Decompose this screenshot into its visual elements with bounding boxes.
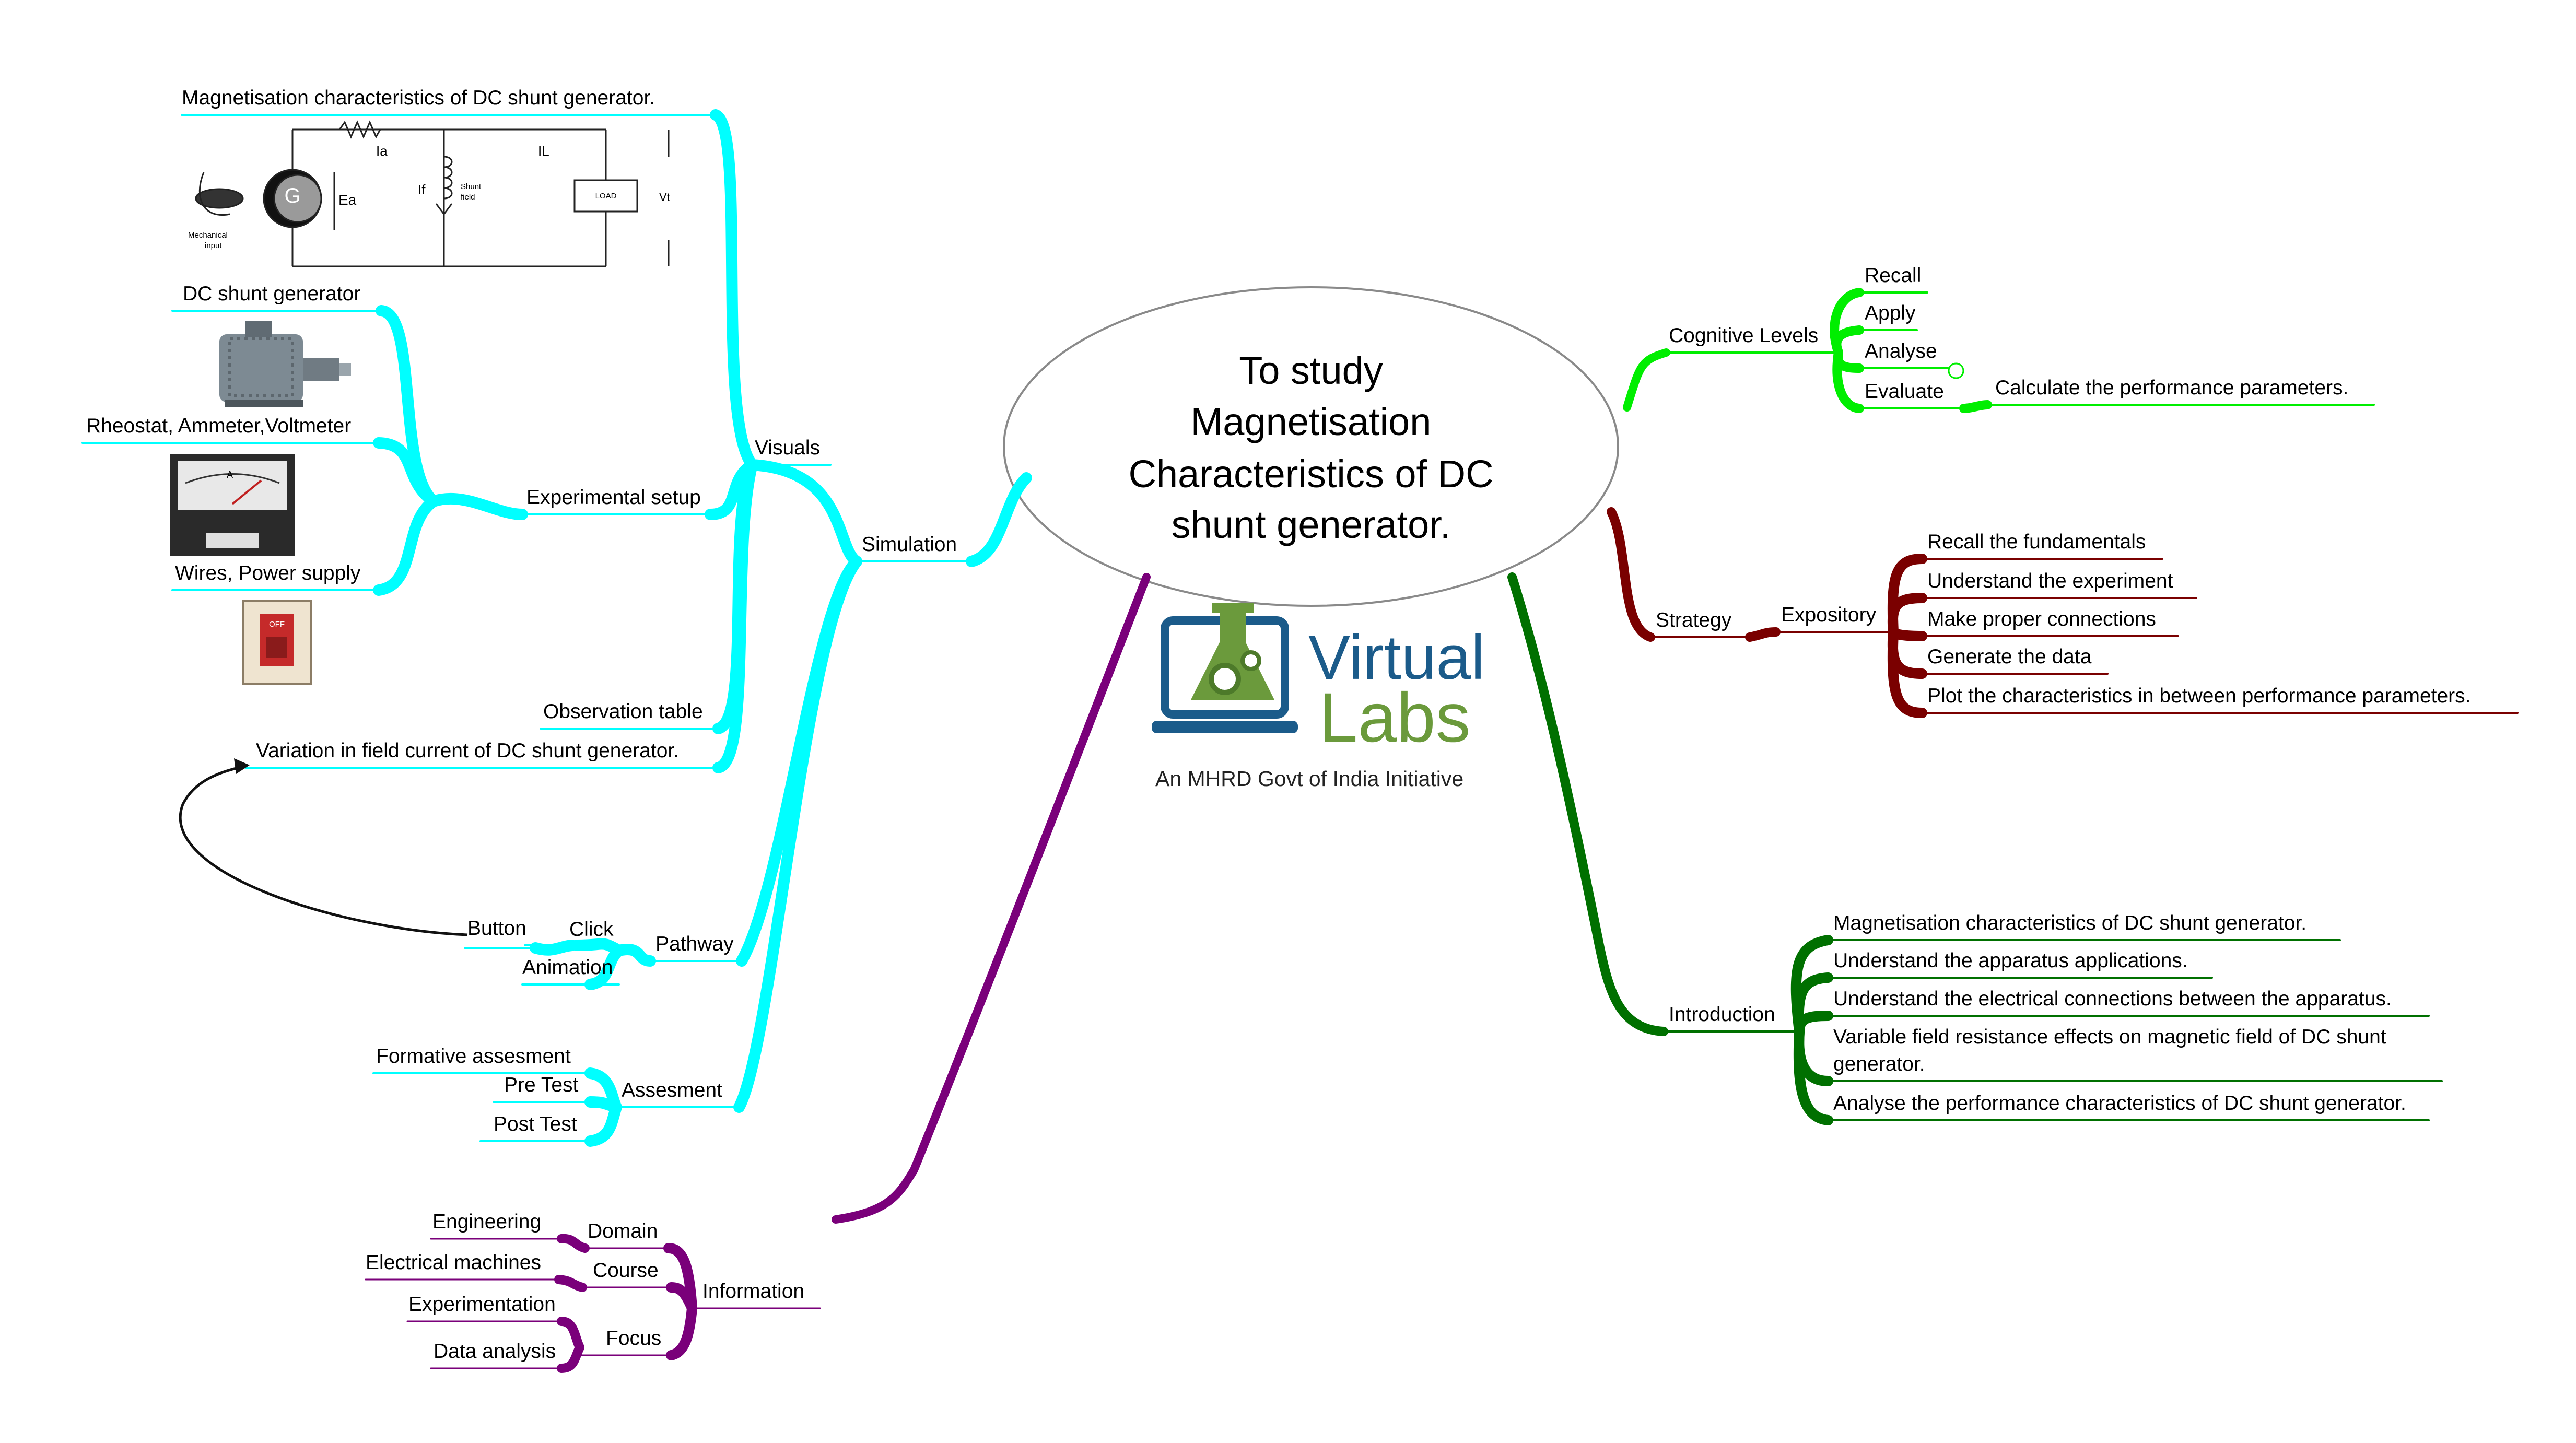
circuit-label-il: IL	[538, 143, 549, 159]
title-line-4: shunt generator.	[1172, 503, 1451, 546]
node-information[interactable]: Information	[702, 1280, 804, 1303]
node-pre-test[interactable]: Pre Test	[504, 1074, 579, 1096]
title-line-2: Magnetisation	[1191, 400, 1432, 443]
node-visuals[interactable]: Visuals	[755, 437, 820, 459]
node-introduction[interactable]: Introduction	[1669, 1003, 1775, 1026]
circuit-label-mechanical: Mechanical	[188, 231, 228, 240]
node-analyse[interactable]: Analyse	[1865, 340, 1937, 362]
node-evaluate[interactable]: Evaluate	[1865, 380, 1944, 403]
node-intro-performance[interactable]: Analyse the performance characteristics …	[1833, 1092, 2406, 1114]
node-click[interactable]: Click	[569, 918, 614, 941]
node-expository[interactable]: Expository	[1781, 604, 1877, 626]
circuit-diagram-image	[182, 120, 675, 274]
switch-image	[242, 600, 312, 685]
node-intro-field-resistance-line1[interactable]: Variable field resistance effects on mag…	[1833, 1026, 2386, 1048]
relationship-arrow	[179, 758, 468, 936]
node-course[interactable]: Course	[593, 1259, 659, 1282]
circuit-generator-symbol: G	[284, 184, 300, 207]
title-line-1: To study	[1239, 349, 1383, 392]
ammeter-image	[170, 454, 295, 556]
node-recall[interactable]: Recall	[1865, 264, 1921, 287]
circuit-label-field: field	[461, 193, 475, 202]
node-apply[interactable]: Apply	[1865, 302, 1916, 324]
node-recall-fundamentals[interactable]: Recall the fundamentals	[1927, 531, 2146, 553]
node-make-connections[interactable]: Make proper connections	[1927, 608, 2156, 630]
node-understand-experiment[interactable]: Understand the experiment	[1927, 570, 2173, 592]
node-focus[interactable]: Focus	[606, 1327, 661, 1350]
logo-word-virtual: Virtual	[1308, 623, 1485, 693]
circuit-label-ea: Ea	[338, 192, 357, 208]
node-strategy[interactable]: Strategy	[1656, 609, 1732, 631]
node-experimentation[interactable]: Experimentation	[408, 1293, 556, 1316]
switch-off-label: OFF	[269, 620, 285, 629]
node-simulation[interactable]: Simulation	[862, 533, 957, 556]
node-electrical-machines[interactable]: Electrical machines	[366, 1251, 541, 1274]
node-intro-field-resistance-line2[interactable]: generator.	[1833, 1053, 1925, 1075]
node-animation[interactable]: Animation	[522, 956, 613, 979]
branch-simulation	[81, 109, 1032, 1147]
node-magnetisation-characteristics[interactable]: Magnetisation characteristics of DC shun…	[182, 87, 655, 109]
node-intro-magnetisation[interactable]: Magnetisation characteristics of DC shun…	[1833, 912, 2306, 934]
logo-tagline: An MHRD Govt of India Initiative	[1155, 767, 1463, 791]
branch-information	[365, 573, 1151, 1373]
circuit-label-input: input	[205, 241, 222, 250]
generator-image	[219, 321, 351, 407]
circuit-label-load: LOAD	[595, 192, 617, 201]
title-line-3: Characteristics of DC	[1128, 452, 1493, 496]
node-wires-power-supply[interactable]: Wires, Power supply	[175, 562, 361, 584]
node-formative-assesment[interactable]: Formative assesment	[376, 1045, 571, 1067]
ammeter-label: A	[227, 470, 233, 480]
circuit-label-shunt: Shunt	[461, 182, 482, 191]
node-variation-field-current[interactable]: Variation in field current of DC shunt g…	[256, 740, 679, 762]
central-topic[interactable]: To study Magnetisation Characteristics o…	[1003, 286, 1619, 607]
node-cognitive-levels[interactable]: Cognitive Levels	[1669, 324, 1818, 347]
circuit-label-vt: Vt	[659, 191, 670, 204]
logo-word-labs: Labs	[1319, 679, 1471, 757]
branch-introduction	[1507, 572, 2443, 1125]
branch-cognitive	[1623, 288, 2375, 413]
circuit-label-if: If	[418, 182, 426, 197]
node-dc-shunt-generator[interactable]: DC shunt generator	[183, 283, 360, 305]
circuit-label-ia: Ia	[376, 143, 388, 159]
virtual-labs-logo: Virtual Labs An MHRD Govt of India Initi…	[1152, 603, 1485, 791]
node-experimental-setup[interactable]: Experimental setup	[526, 486, 701, 509]
node-intro-apparatus[interactable]: Understand the apparatus applications.	[1833, 949, 2188, 972]
node-engineering[interactable]: Engineering	[432, 1211, 541, 1233]
node-plot-characteristics[interactable]: Plot the characteristics in between perf…	[1927, 685, 2471, 707]
node-data-analysis[interactable]: Data analysis	[434, 1340, 556, 1363]
node-assesment[interactable]: Assesment	[622, 1079, 722, 1101]
node-calculate-performance[interactable]: Calculate the performance parameters.	[1995, 377, 2348, 399]
node-intro-connections[interactable]: Understand the electrical connections be…	[1833, 988, 2392, 1010]
node-domain[interactable]: Domain	[588, 1220, 658, 1242]
node-post-test[interactable]: Post Test	[494, 1113, 577, 1135]
node-button[interactable]: Button	[467, 917, 526, 940]
laptop-flask-icon	[1152, 603, 1298, 733]
node-pathway[interactable]: Pathway	[655, 933, 734, 955]
node-rheostat-ammeter-voltmeter[interactable]: Rheostat, Ammeter,Voltmeter	[86, 415, 351, 437]
node-generate-data[interactable]: Generate the data	[1927, 646, 2092, 668]
branch-strategy	[1607, 507, 2519, 718]
node-observation-table[interactable]: Observation table	[543, 700, 703, 723]
